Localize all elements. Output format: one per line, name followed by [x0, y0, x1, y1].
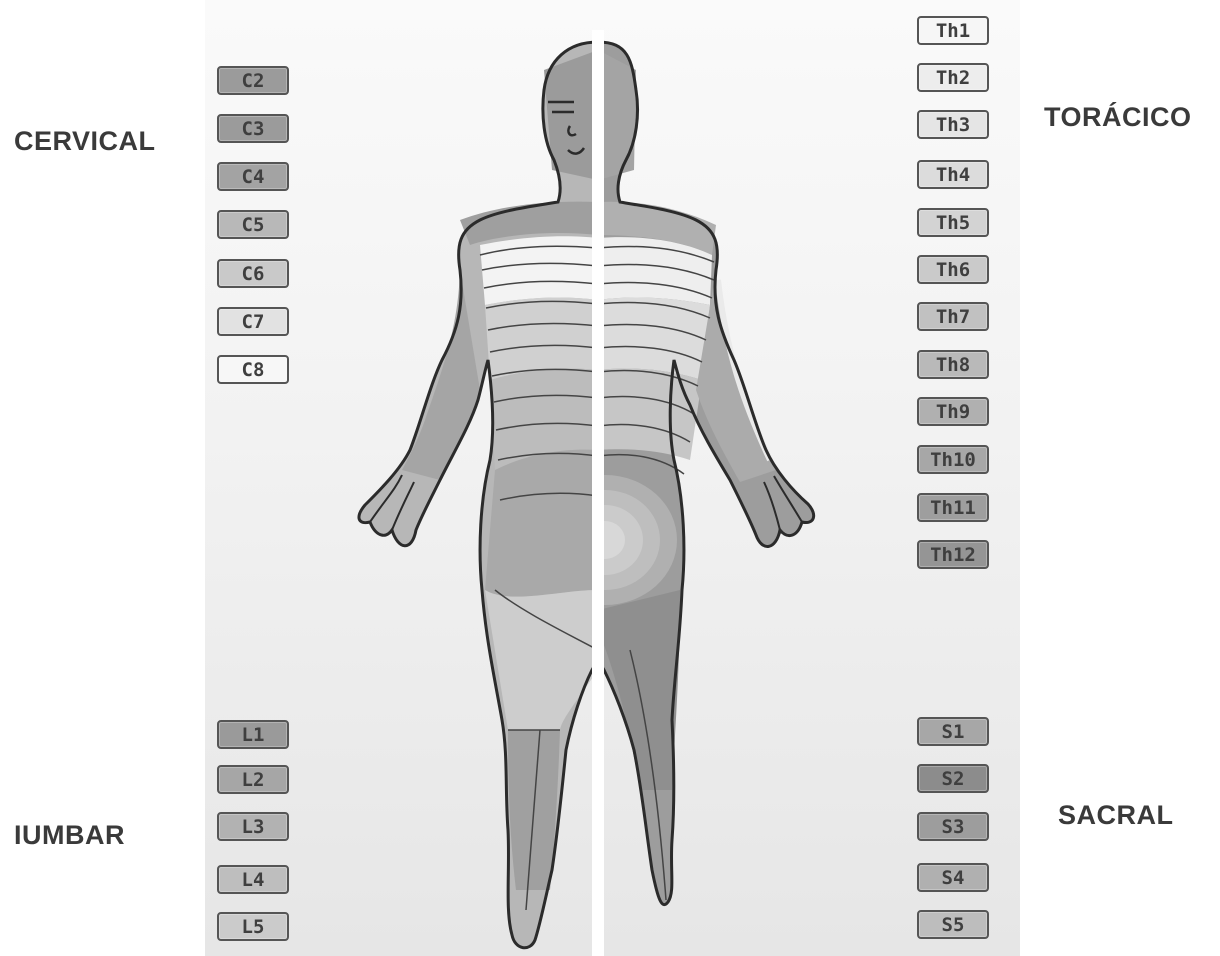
segment-l3: L3: [217, 812, 289, 841]
segment-c5: C5: [217, 210, 289, 239]
cervical-label: CERVICAL: [14, 126, 156, 157]
segment-s2: S2: [917, 764, 989, 793]
segment-c3: C3: [217, 114, 289, 143]
segment-th10: Th10: [917, 445, 989, 474]
segment-th6: Th6: [917, 255, 989, 284]
dermatome-body-figure: [330, 30, 850, 956]
segment-c8: C8: [217, 355, 289, 384]
segment-th8: Th8: [917, 350, 989, 379]
segment-th3: Th3: [917, 110, 989, 139]
segment-th12: Th12: [917, 540, 989, 569]
segment-s1: S1: [917, 717, 989, 746]
segment-th11: Th11: [917, 493, 989, 522]
segment-th5: Th5: [917, 208, 989, 237]
segment-th1: Th1: [917, 16, 989, 45]
segment-c2: C2: [217, 66, 289, 95]
segment-l4: L4: [217, 865, 289, 894]
lumbar-label: IUMBAR: [14, 820, 125, 851]
segment-c6: C6: [217, 259, 289, 288]
segment-th2: Th2: [917, 63, 989, 92]
segment-th7: Th7: [917, 302, 989, 331]
segment-l5: L5: [217, 912, 289, 941]
sacral-label: SACRAL: [1058, 800, 1174, 831]
segment-s4: S4: [917, 863, 989, 892]
segment-s3: S3: [917, 812, 989, 841]
thoracic-label: TORÁCICO: [1044, 102, 1192, 133]
segment-th9: Th9: [917, 397, 989, 426]
segment-s5: S5: [917, 910, 989, 939]
segment-l1: L1: [217, 720, 289, 749]
segment-c7: C7: [217, 307, 289, 336]
segment-th4: Th4: [917, 160, 989, 189]
segment-l2: L2: [217, 765, 289, 794]
segment-c4: C4: [217, 162, 289, 191]
